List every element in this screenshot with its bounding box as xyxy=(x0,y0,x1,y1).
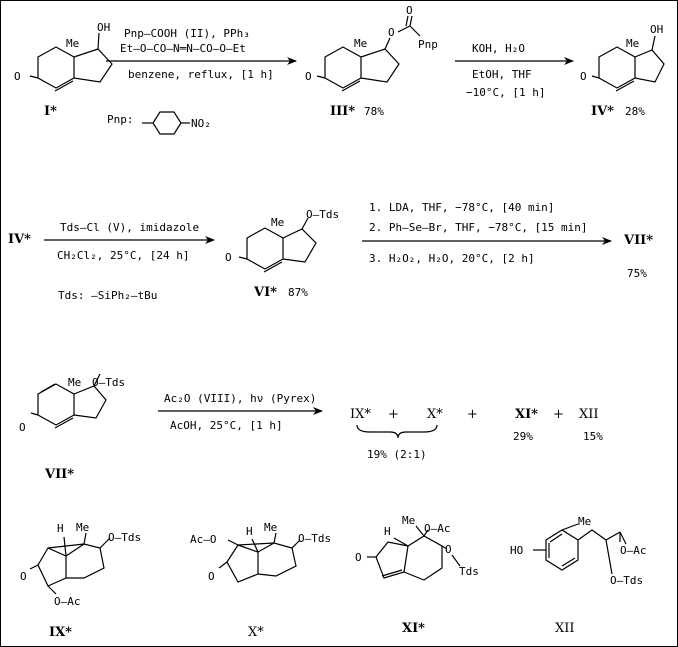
product-X-label: X* xyxy=(427,407,443,422)
step4-line1: 1. LDA, THF, −78°C, [40 min] xyxy=(369,201,554,214)
step-3: Tds—Cl (V), imidazole CH₂Cl₂, 25°C, [24 … xyxy=(44,221,215,302)
combined-yield-IX-X: 19% (2:1) xyxy=(367,448,427,461)
atom-Tds: Tds xyxy=(459,565,479,578)
compound-III: O Me O O Pnp III* 78% xyxy=(305,4,438,119)
atom-OH: OH xyxy=(650,23,663,36)
label-compound-I: I* xyxy=(44,104,57,119)
step2-conditions: −10°C, [1 h] xyxy=(466,86,545,99)
compound-IV: O Me OH IV* 28% xyxy=(580,23,665,119)
label-compound-VI: VI* xyxy=(253,285,277,300)
label-compound-XII: XII xyxy=(555,621,575,636)
atom-OAc: O—Ac xyxy=(620,544,647,557)
label-compound-IV-start: IV* xyxy=(8,232,31,247)
atom-OTds: O—Tds xyxy=(610,574,643,587)
step-5: Ac₂O (VIII), hν (Pyrex) AcOH, 25°C, [1 h… xyxy=(158,392,323,432)
label-compound-III: III* xyxy=(330,104,355,119)
compound-I: O Me OH I* xyxy=(14,21,113,119)
label-compound-X: X* xyxy=(248,625,264,640)
plus-sign: + xyxy=(553,407,564,422)
atom-O: O xyxy=(406,4,413,17)
atom-OTds: O—Tds xyxy=(92,376,125,389)
label-compound-IX: IX* xyxy=(49,625,72,640)
step1-conditions: benzene, reflux, [1 h] xyxy=(128,68,274,81)
label-compound-XI: XI* xyxy=(402,621,425,636)
atom-O: O xyxy=(388,26,395,39)
compound-X: O Ac—O H Me O—Tds X* xyxy=(190,521,331,640)
products-row: IX* + X* + XI* + XII 19% (2:1) 29% 15% xyxy=(350,407,603,461)
atom-O: O xyxy=(580,70,587,83)
atom-Me: Me xyxy=(66,37,79,50)
product-XII-label: XII xyxy=(579,407,599,422)
atom-Me: Me xyxy=(68,376,81,389)
atom-O: O xyxy=(355,551,362,564)
yield-VII: 75% xyxy=(627,267,647,280)
product-XI-label: XI* xyxy=(515,407,538,422)
atom-AcO: Ac—O xyxy=(190,533,217,546)
atom-Me: Me xyxy=(578,515,591,528)
step2-reagent1: KOH, H₂O xyxy=(472,42,525,55)
atom-OTds: O—Tds xyxy=(108,531,141,544)
step1-reagent1: Pnp—COOH (II), PPh₃ xyxy=(124,27,250,40)
label-compound-IV: IV* xyxy=(591,104,614,119)
compound-XII: HO Me O—Ac O—Tds XII xyxy=(510,515,647,636)
atom-Me: Me xyxy=(626,37,639,50)
yield-VI: 87% xyxy=(288,286,308,299)
atom-Me: Me xyxy=(264,521,277,534)
step5-conditions: AcOH, 25°C, [1 h] xyxy=(170,419,283,432)
yield-XII: 15% xyxy=(583,430,603,443)
product-IX-label: IX* xyxy=(350,407,371,422)
yield-XI: 29% xyxy=(513,430,533,443)
compound-IX: O H Me O—Tds O—Ac IX* xyxy=(20,521,141,640)
atom-OAc: O—Ac xyxy=(424,522,451,535)
product-brace xyxy=(356,424,438,439)
step4-line2: 2. Ph—Se—Br, THF, −78°C, [15 min] xyxy=(369,221,588,234)
pnp-structure: NO₂ xyxy=(142,111,211,135)
atom-H: H xyxy=(246,525,253,538)
atom-Me: Me xyxy=(402,514,415,527)
plus-sign: + xyxy=(467,407,478,422)
atom-O: O xyxy=(445,543,452,556)
atom-O: O xyxy=(208,570,215,583)
step5-reagent1: Ac₂O (VIII), hν (Pyrex) xyxy=(164,392,316,405)
atom-OTds: O—Tds xyxy=(306,208,339,221)
step3-conditions: CH₂Cl₂, 25°C, [24 h] xyxy=(57,249,189,262)
atom-OAc: O—Ac xyxy=(54,595,81,608)
step-4: 1. LDA, THF, −78°C, [40 min] 2. Ph—Se—Br… xyxy=(362,201,612,265)
atom-HO: HO xyxy=(510,544,523,557)
atom-O: O xyxy=(305,70,312,83)
step3-tds-definition: Tds: —SiPh₂—tBu xyxy=(58,289,157,302)
label-compound-VII: VII* xyxy=(44,467,74,482)
atom-Me: Me xyxy=(271,216,284,229)
compound-VII: O Me O—Tds VII* xyxy=(19,373,125,482)
step1-pnp-definition: Pnp: xyxy=(107,113,134,126)
compound-XI: O H Me O—Ac O Tds XI* xyxy=(355,514,479,636)
step3-reagent1: Tds—Cl (V), imidazole xyxy=(60,221,199,234)
label-compound-VII-product: VII* xyxy=(623,233,653,248)
atom-NO2: NO₂ xyxy=(191,117,211,130)
atom-O: O xyxy=(14,70,21,83)
plus-sign: + xyxy=(388,407,399,422)
step2-reagent2: EtOH, THF xyxy=(472,68,532,81)
step-1: Pnp—COOH (II), PPh₃ Et—O—CO—N═N—CO—O—Et … xyxy=(106,27,297,135)
atom-H: H xyxy=(384,525,391,538)
atom-Me: Me xyxy=(354,37,367,50)
atom-O: O xyxy=(225,251,232,264)
atom-Pnp: Pnp xyxy=(418,38,438,51)
step4-line3: 3. H₂O₂, H₂O, 20°C, [2 h] xyxy=(369,252,535,265)
atom-H: H xyxy=(57,522,64,535)
atom-O: O xyxy=(19,421,26,434)
yield-IV: 28% xyxy=(625,105,645,118)
step1-reagent2: Et—O—CO—N═N—CO—O—Et xyxy=(120,42,246,55)
atom-O: O xyxy=(20,570,27,583)
atom-OH: OH xyxy=(97,21,110,34)
compound-VI: O Me O—Tds VI* 87% xyxy=(225,208,339,300)
atom-OTds: O—Tds xyxy=(298,532,331,545)
yield-III: 78% xyxy=(364,105,384,118)
step-2: KOH, H₂O EtOH, THF −10°C, [1 h] xyxy=(455,42,574,99)
atom-Me: Me xyxy=(76,521,89,534)
